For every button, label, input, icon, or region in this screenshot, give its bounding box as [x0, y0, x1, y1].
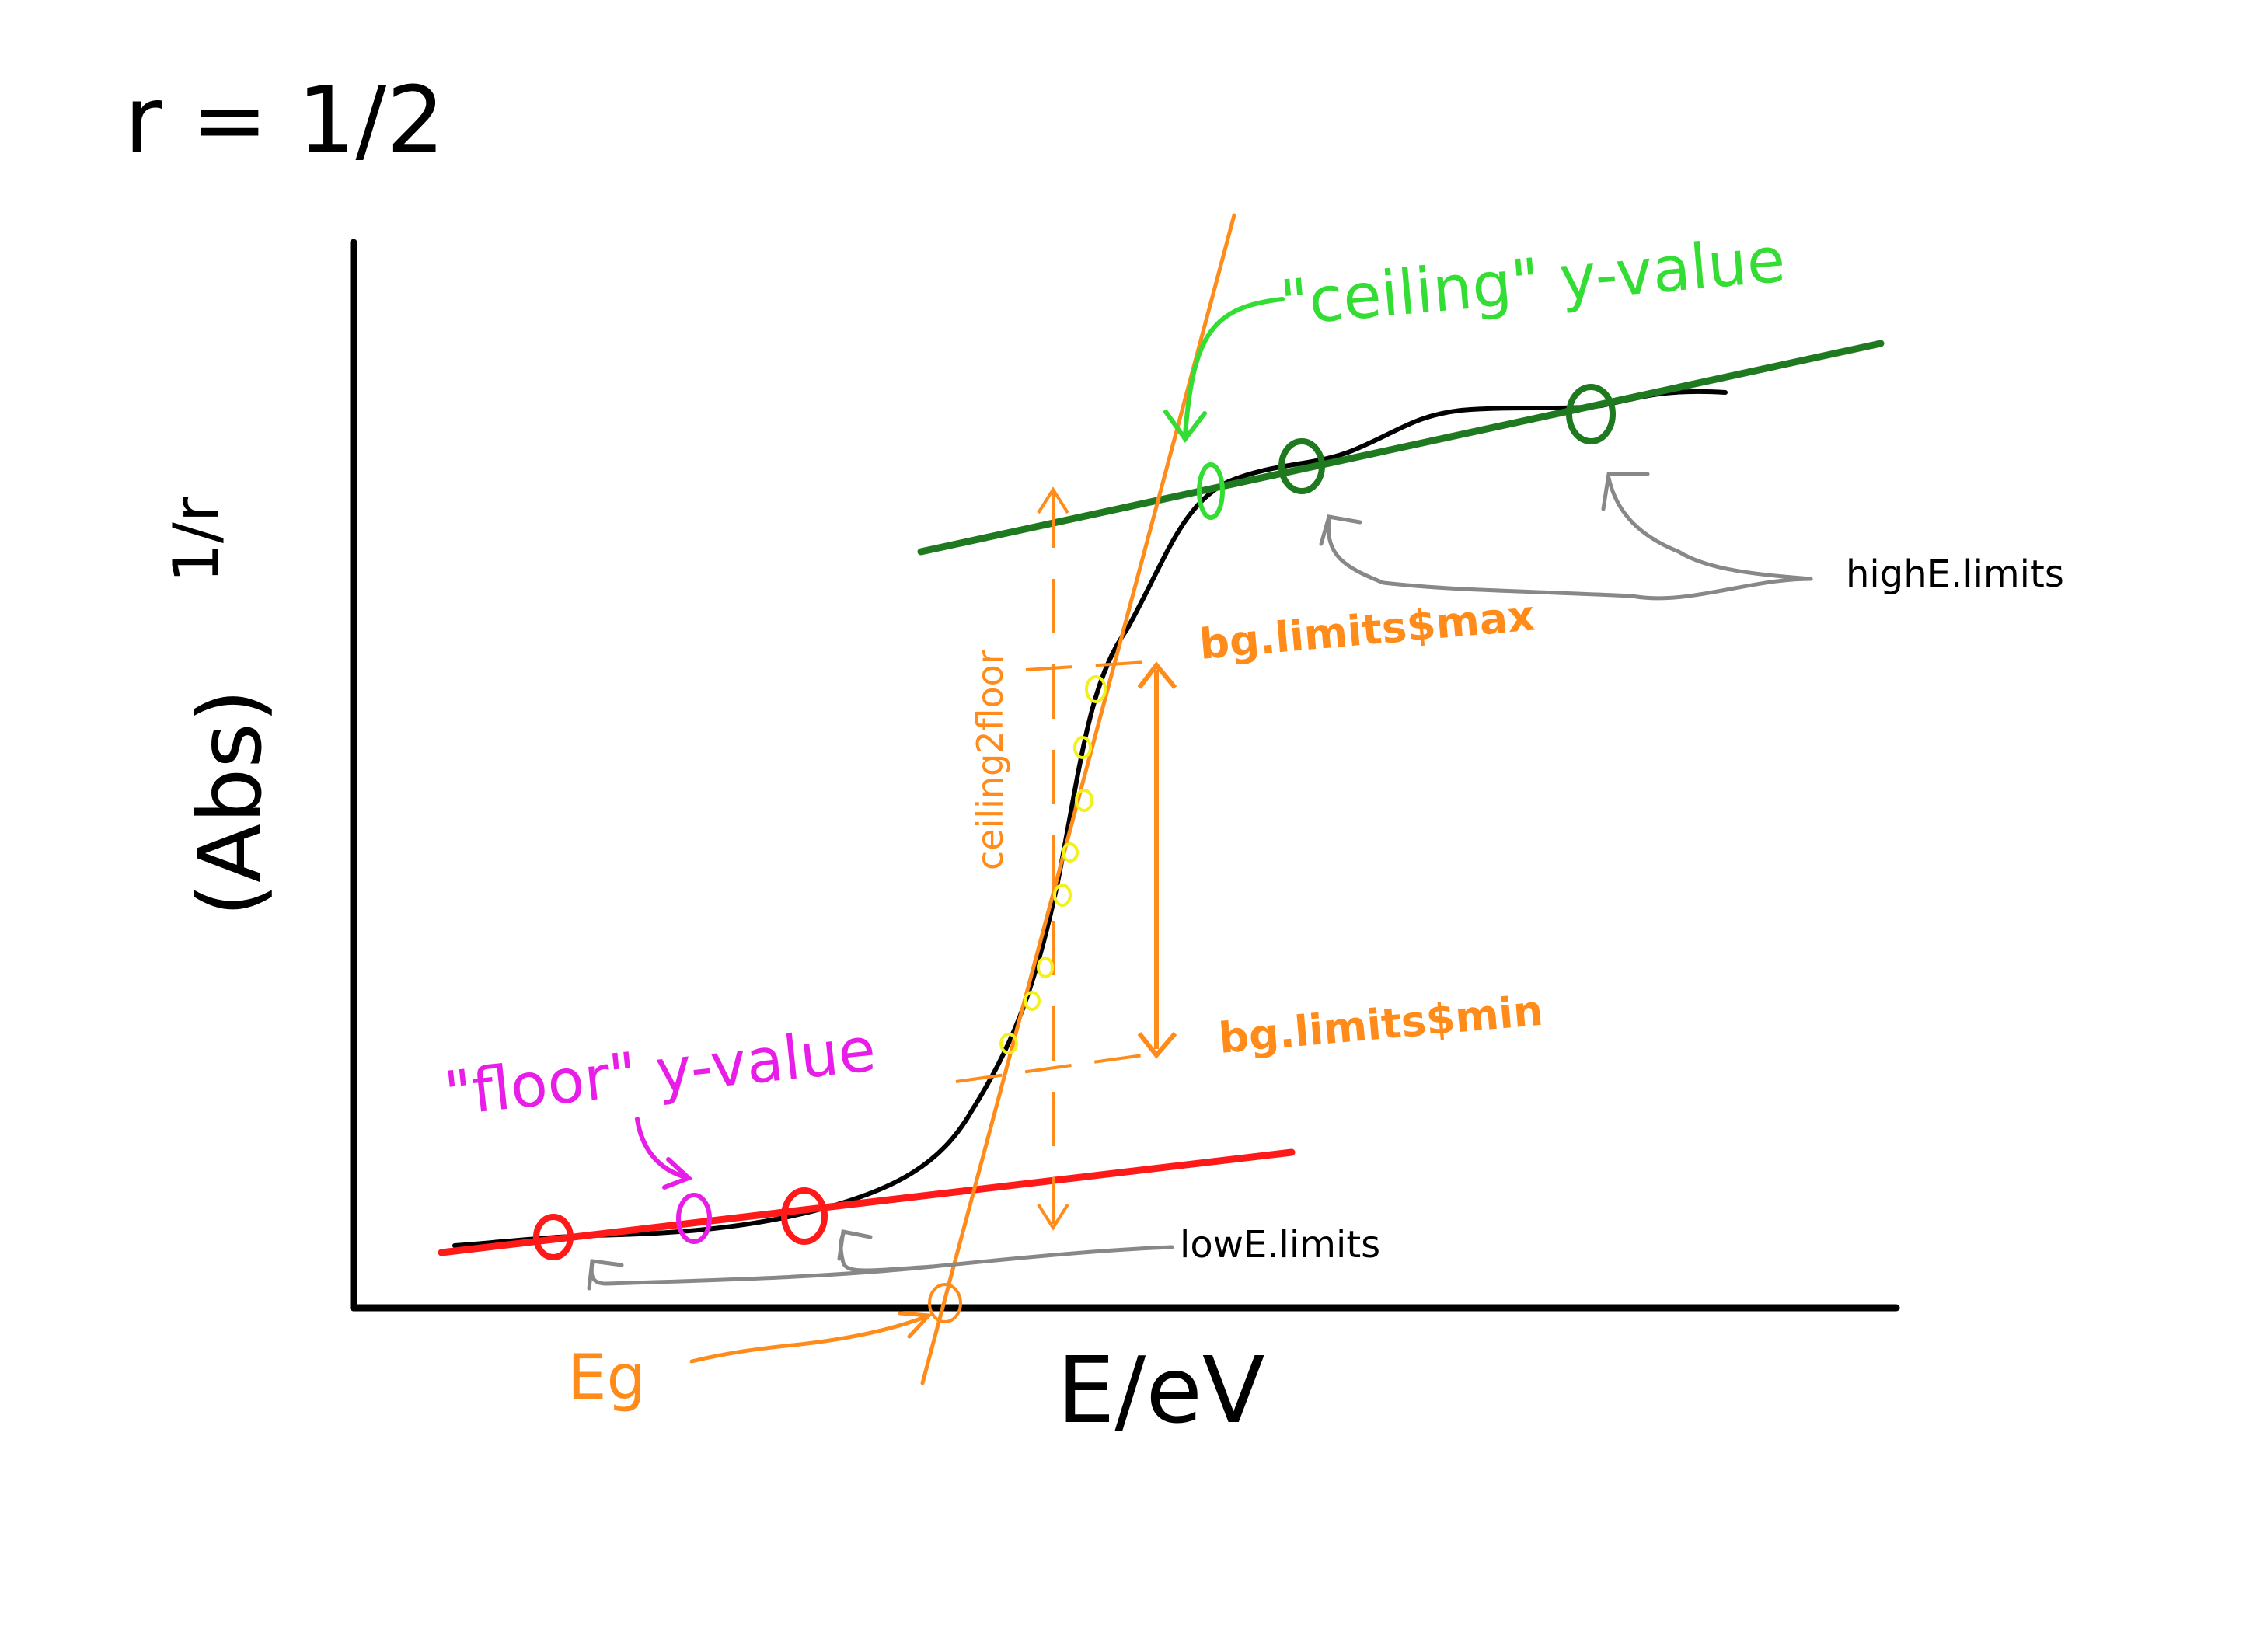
- ceiling-arrow: [1183, 297, 1285, 437]
- bg-min-label: bg.limits$min: [1217, 986, 1545, 1063]
- floor-value-marker: [676, 1193, 712, 1244]
- bg-range-top-arrowhead: [1137, 661, 1177, 689]
- ceiling2floor-bottom-arrowhead: [1037, 1203, 1069, 1231]
- floor-arrowhead: [662, 1157, 693, 1190]
- lowE-limit-marker: [533, 1214, 574, 1260]
- bg-max-dashed-line: [1025, 660, 1147, 671]
- tangent-line: [920, 213, 1236, 1385]
- ceiling-label: "ceiling" y-value: [1278, 223, 1788, 339]
- lowE-limit-marker: [781, 1187, 828, 1245]
- fit-point: [1075, 789, 1093, 812]
- r-equation: r = 1/2: [124, 66, 445, 173]
- eg-arrow: [689, 1315, 927, 1364]
- bg-min-dashed-line: [955, 1054, 1143, 1083]
- highE-arrow-right: [1606, 476, 1813, 581]
- eg-marker: [928, 1283, 962, 1323]
- lowE-arrowhead-right: [837, 1229, 873, 1261]
- ceiling-value-marker: [1197, 462, 1225, 520]
- y-axis-label-group: (Abs) 1/r: [160, 497, 281, 917]
- highE-limit-marker: [1566, 384, 1616, 444]
- highE-arrowhead-right: [1601, 472, 1650, 511]
- y-axis-exponent: 1/r: [160, 497, 232, 583]
- floor-fit-line: [438, 1148, 1296, 1256]
- lowE-arrowhead-left: [587, 1259, 624, 1291]
- bg-range-bottom-arrowhead: [1137, 1032, 1177, 1059]
- eg-arrowhead: [898, 1311, 933, 1339]
- lowE-arrow-right: [839, 1232, 1174, 1273]
- y-axis-label: (Abs): [180, 689, 281, 917]
- fit-point: [1024, 991, 1041, 1011]
- bg-max-label: bg.limits$max: [1198, 591, 1537, 668]
- eg-label: Eg: [567, 1341, 646, 1413]
- fit-points: [999, 675, 1107, 1054]
- fit-point: [999, 1033, 1018, 1054]
- highE-arrowhead-left: [1319, 514, 1362, 546]
- fit-point: [1037, 957, 1054, 978]
- highE-limits-label: highE.limits: [1846, 552, 2064, 596]
- fit-point: [1053, 884, 1072, 907]
- fit-point: [1073, 736, 1092, 759]
- ceiling-arrowhead: [1163, 410, 1207, 444]
- highE-arrow-left: [1326, 517, 1813, 601]
- ceiling2floor-label: ceiling2floor: [969, 650, 1011, 870]
- floor-arrow: [635, 1117, 689, 1180]
- ceiling-fit-line: [917, 340, 1885, 556]
- x-axis-label: E/eV: [1057, 1337, 1265, 1444]
- lowE-arrow-left: [589, 1260, 935, 1286]
- highE-limit-marker: [1278, 438, 1325, 494]
- fit-point: [1085, 675, 1107, 703]
- ceiling2floor-top-arrowhead: [1037, 486, 1069, 514]
- fit-point: [1062, 842, 1079, 863]
- absorbance-curve: [452, 389, 1728, 1248]
- floor-label: "floor" y-value: [441, 1015, 879, 1130]
- lowE-limits-label: lowE.limits: [1180, 1223, 1380, 1267]
